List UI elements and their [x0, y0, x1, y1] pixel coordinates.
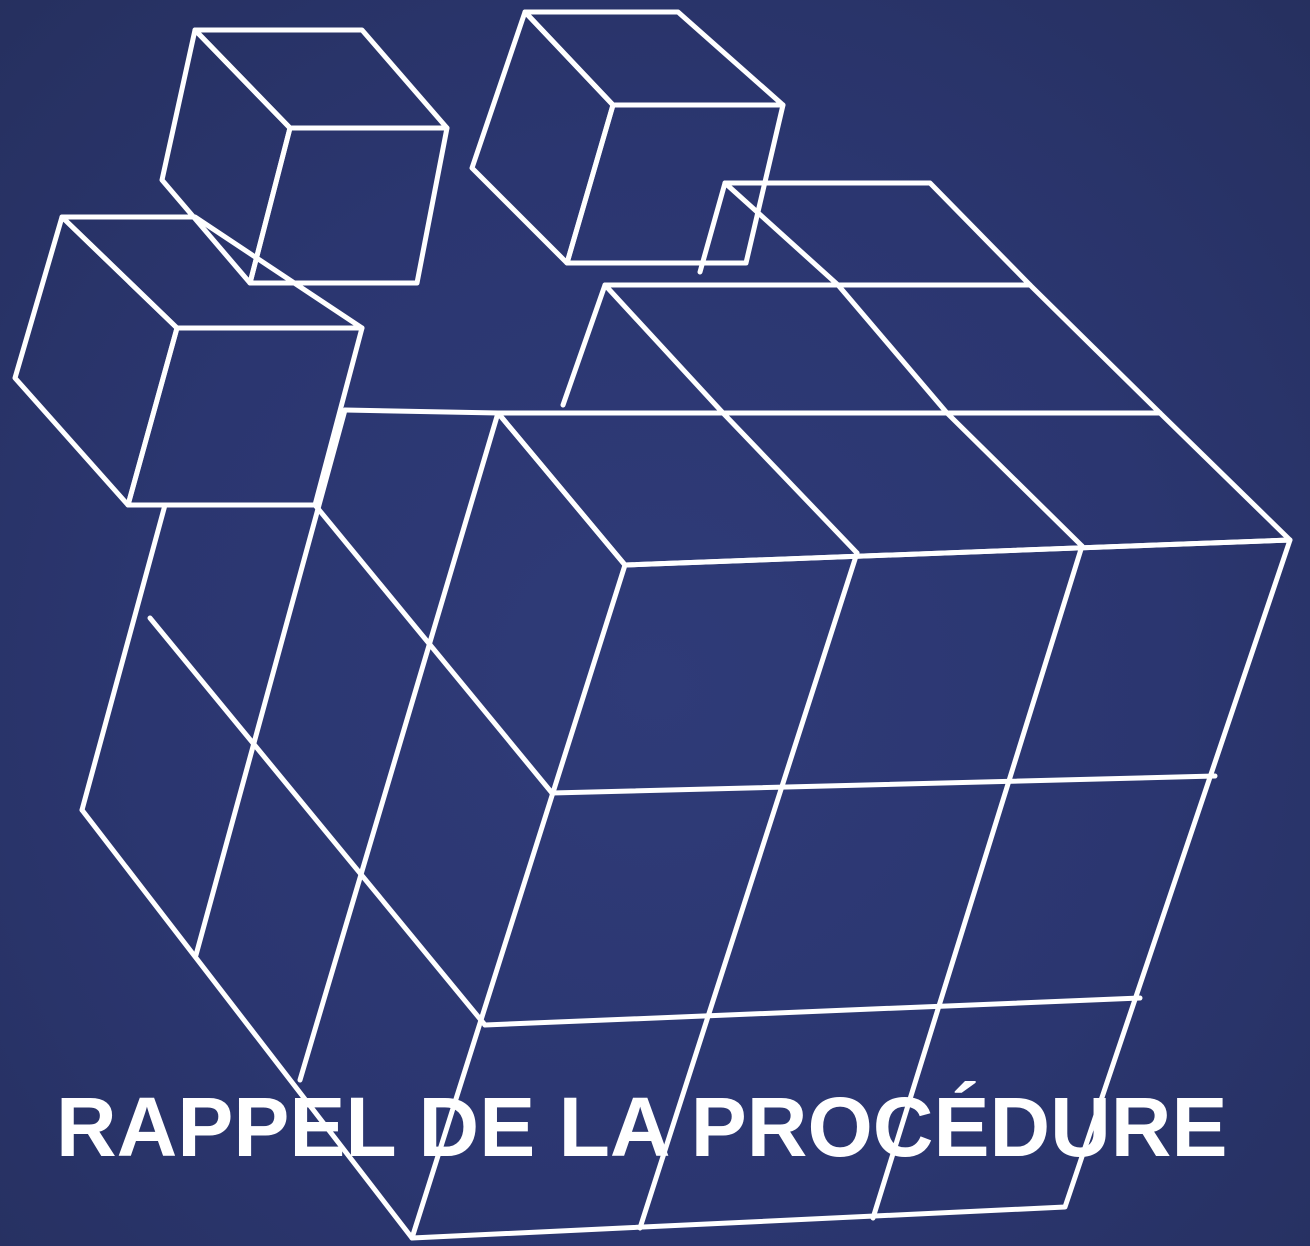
- main-cube-front-face: [409, 537, 1293, 1241]
- main-cube-side-face: [79, 407, 628, 1241]
- floating-cube-left: [12, 214, 365, 508]
- floating-cube-top-middle: [469, 9, 786, 266]
- main-cube-top-face: [342, 180, 1293, 568]
- floating-cube-top-left: [159, 27, 450, 286]
- slide-title: RAPPEL DE LA PROCÉDURE: [56, 1080, 1228, 1174]
